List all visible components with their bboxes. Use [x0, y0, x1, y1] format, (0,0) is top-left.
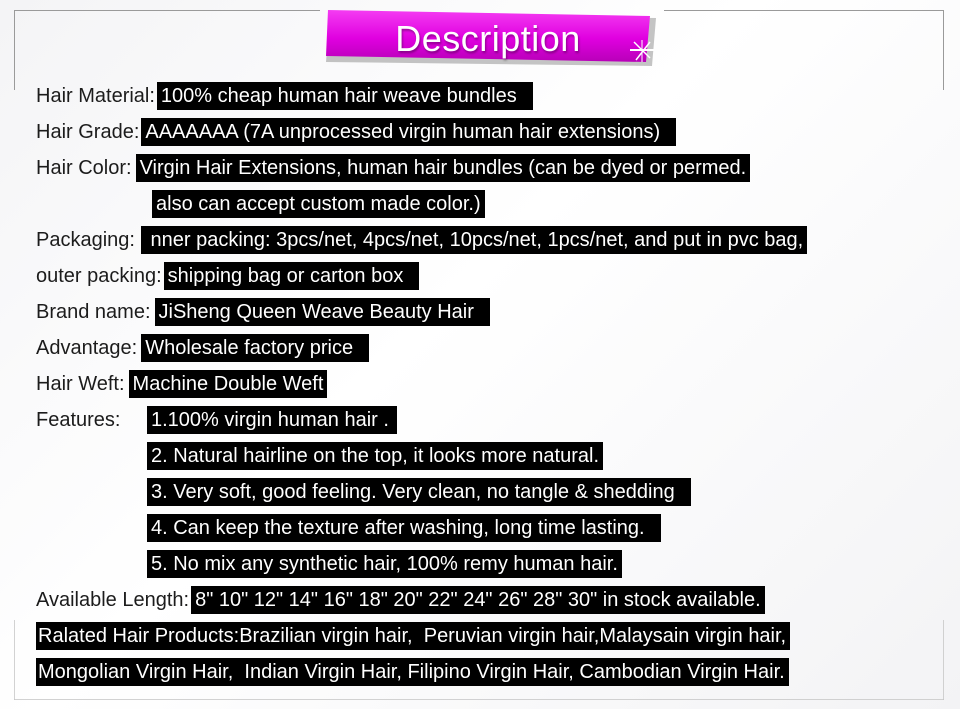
feature-item: 4. Can keep the texture after washing, l…	[147, 513, 661, 543]
spec-row-brand-name: Brand name: JiSheng Queen Weave Beauty H…	[36, 297, 490, 327]
spec-label: Packaging:	[36, 228, 135, 251]
spec-label: Hair Weft:	[36, 372, 125, 395]
spec-label: Features:	[36, 408, 121, 431]
feature-text: 5. No mix any synthetic hair, 100% remy …	[147, 550, 622, 578]
spec-label: Advantage:	[36, 336, 138, 359]
feature-item: 3. Very soft, good feeling. Very clean, …	[147, 477, 691, 507]
feature-text: 4. Can keep the texture after washing, l…	[147, 514, 661, 542]
related-text: Ralated Hair Products:Brazilian virgin h…	[36, 622, 791, 650]
spec-value: 1.100% virgin human hair .	[147, 406, 397, 434]
spec-row-features: Features: 1.100% virgin human hair .	[36, 405, 397, 435]
title-banner: Description	[326, 10, 662, 70]
spec-value: also can accept custom made color.)	[152, 190, 485, 218]
spec-label: Hair Material:	[36, 84, 155, 107]
spec-label: Brand name:	[36, 300, 151, 323]
spec-row-available-length: Available Length: 8" 10" 12" 14" 16" 18"…	[36, 585, 765, 615]
feature-text: 2. Natural hairline on the top, it looks…	[147, 442, 604, 470]
spec-label: Hair Color:	[36, 156, 132, 179]
spec-value: shipping bag or carton box	[163, 262, 420, 290]
spec-value: JiSheng Queen Weave Beauty Hair	[154, 298, 490, 326]
spec-value: nner packing: 3pcs/net, 4pcs/net, 10pcs/…	[140, 226, 808, 254]
spec-label: Hair Grade:	[36, 120, 140, 143]
related-products-line: Mongolian Virgin Hair, Indian Virgin Hai…	[36, 657, 789, 687]
feature-item: 2. Natural hairline on the top, it looks…	[147, 441, 604, 471]
related-text: Mongolian Virgin Hair, Indian Virgin Hai…	[36, 658, 789, 686]
spec-value: Wholesale factory price	[141, 334, 370, 362]
spec-value: Virgin Hair Extensions, human hair bundl…	[135, 154, 751, 182]
sparkle-icon	[630, 40, 654, 62]
spec-label: Available Length:	[36, 588, 190, 611]
spec-row-hair-color: Hair Color: Virgin Hair Extensions, huma…	[36, 153, 751, 183]
spec-value: 100% cheap human hair weave bundles	[156, 82, 533, 110]
spec-value: AAAAAAA (7A unprocessed virgin human hai…	[141, 118, 677, 146]
spec-row-outer-packing: outer packing: shipping bag or carton bo…	[36, 261, 420, 291]
spec-row-hair-grade: Hair Grade: AAAAAAA (7A unprocessed virg…	[36, 117, 677, 147]
spec-row-packaging: Packaging: nner packing: 3pcs/net, 4pcs/…	[36, 225, 808, 255]
feature-item: 5. No mix any synthetic hair, 100% remy …	[147, 549, 622, 579]
spec-row-advantage: Advantage: Wholesale factory price	[36, 333, 370, 363]
spec-label: outer packing:	[36, 264, 162, 287]
title-text: Description	[395, 18, 581, 59]
spec-row-hair-weft: Hair Weft: Machine Double Weft	[36, 369, 328, 399]
spec-value: Machine Double Weft	[128, 370, 328, 398]
spec-row-hair-material: Hair Material: 100% cheap human hair wea…	[36, 81, 533, 111]
related-products-line: Ralated Hair Products:Brazilian virgin h…	[36, 621, 791, 651]
spec-row-hair-color-cont: also can accept custom made color.)	[152, 189, 485, 219]
feature-text: 3. Very soft, good feeling. Very clean, …	[147, 478, 691, 506]
spec-value: 8" 10" 12" 14" 16" 18" 20" 22" 24" 26" 2…	[191, 586, 765, 614]
